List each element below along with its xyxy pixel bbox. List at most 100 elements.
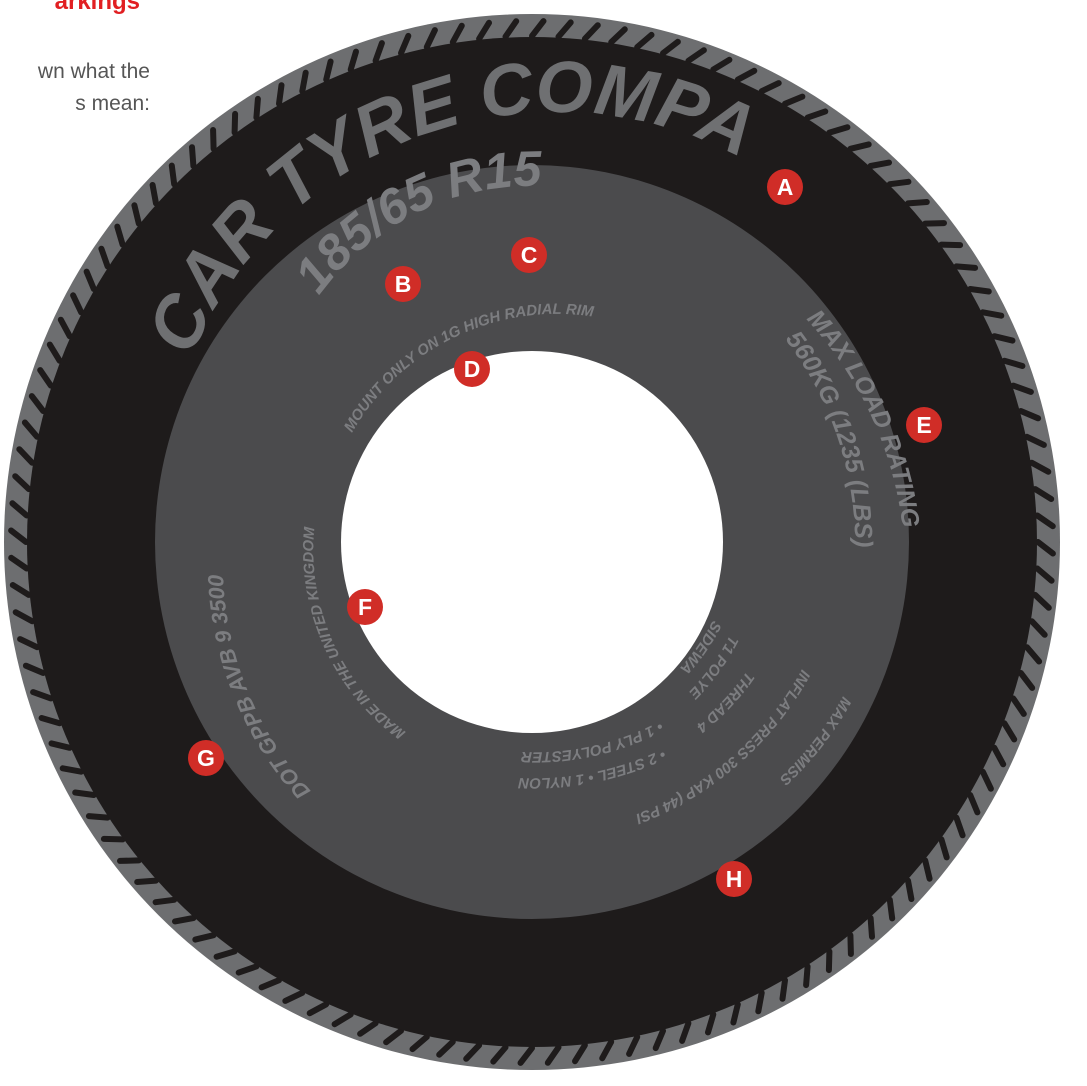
tread-groove (83, 268, 97, 292)
tread-groove (905, 199, 930, 207)
tread-groove (476, 19, 492, 42)
tread-groove (48, 740, 73, 751)
tread-groove (755, 989, 765, 1015)
marker-c-label: C (521, 242, 538, 268)
marker-c[interactable]: C (511, 237, 547, 273)
tread-groove (30, 689, 54, 702)
tread-groove (282, 989, 306, 1004)
tread-groove (409, 1033, 430, 1053)
tread-groove (114, 223, 126, 248)
tread-groove (922, 220, 947, 227)
marker-h[interactable]: H (716, 861, 752, 897)
marker-d-circle (454, 351, 490, 387)
tread-groove (37, 367, 54, 389)
tread-groove (258, 977, 282, 991)
tread-groove (967, 792, 981, 816)
tread-groove (331, 1011, 354, 1028)
tread-groove (938, 836, 950, 861)
tread-groove (782, 93, 806, 107)
tread-groove (192, 932, 217, 943)
tread-groove (555, 19, 574, 40)
tread-groove (1035, 539, 1056, 557)
tread-groove (17, 636, 41, 651)
tread-groove (423, 27, 438, 51)
tread-groove (357, 1020, 379, 1037)
tread-groove (463, 1042, 483, 1062)
tread-groove (886, 178, 912, 188)
tread-groove (323, 58, 334, 83)
intro-line-1: wn what the (37, 60, 150, 83)
tread-groove (57, 316, 73, 340)
tread-groove (572, 1042, 588, 1065)
tread-groove (46, 341, 63, 364)
tread-groove (172, 915, 197, 925)
tread-groove (1032, 486, 1055, 502)
tread-groove (1028, 618, 1048, 638)
marker-g[interactable]: G (188, 740, 224, 776)
tread-groove (517, 1045, 535, 1066)
tread-groove (1017, 408, 1042, 422)
tread-groove (276, 82, 285, 107)
tread-groove (847, 141, 872, 152)
tread-groove (9, 500, 30, 519)
marker-a-circle (767, 169, 803, 205)
tread-groove (634, 31, 655, 51)
tread-groove (1001, 357, 1026, 369)
tread-groove (991, 744, 1007, 768)
tread-groove (8, 554, 30, 572)
tread-groove (679, 1020, 692, 1044)
tread-groove (59, 765, 85, 775)
tread-groove (21, 419, 41, 440)
tread-grooves (8, 18, 1056, 1066)
tread-groove (979, 768, 994, 792)
tread-groove (436, 1038, 456, 1058)
tread-groove (626, 1033, 641, 1057)
marker-a-label: A (777, 174, 794, 200)
marker-b[interactable]: B (385, 266, 421, 302)
tread-groove (685, 47, 707, 64)
tread-groove (1032, 591, 1052, 611)
tread-groove (979, 309, 1005, 319)
tread-groove (253, 95, 261, 121)
tread-groove (12, 473, 32, 493)
tread-groove (608, 26, 628, 46)
tread-groove (803, 963, 811, 989)
tread-groove (383, 1027, 404, 1046)
marker-f-circle (347, 589, 383, 625)
tread-groove (372, 40, 385, 64)
tread-groove (502, 18, 520, 40)
marker-e[interactable]: E (906, 407, 942, 443)
tread-groove (705, 1011, 717, 1036)
tread-groove (886, 896, 896, 922)
tread-groove (867, 159, 892, 169)
marker-h-label: H (726, 866, 743, 892)
marker-f[interactable]: F (347, 589, 383, 625)
tread-groove (210, 127, 217, 152)
tread-groove (922, 857, 933, 882)
marker-g-label: G (197, 745, 215, 771)
tyre-rim-hole (341, 351, 723, 733)
tread-groove (347, 48, 359, 73)
intro-line-2: s mean: (75, 92, 150, 115)
tread-groove (398, 32, 412, 57)
marker-d[interactable]: D (454, 351, 490, 387)
marker-b-circle (385, 266, 421, 302)
tread-groove (189, 144, 197, 169)
tread-groove (231, 110, 239, 136)
tread-groove (235, 963, 260, 976)
tread-groove (953, 263, 979, 271)
tread-groove (867, 915, 875, 940)
tread-groove (710, 56, 733, 73)
tread-groove (117, 857, 142, 864)
marker-d-label: D (464, 356, 481, 382)
tread-groove (847, 932, 854, 957)
tread-groove (660, 38, 681, 57)
tread-groove (306, 1001, 330, 1017)
marker-g-circle (188, 740, 224, 776)
tread-groove (22, 662, 47, 676)
tread-groove (72, 789, 97, 798)
marker-b-label: B (395, 271, 412, 297)
marker-a[interactable]: A (767, 169, 803, 205)
tread-groove (1023, 433, 1047, 448)
